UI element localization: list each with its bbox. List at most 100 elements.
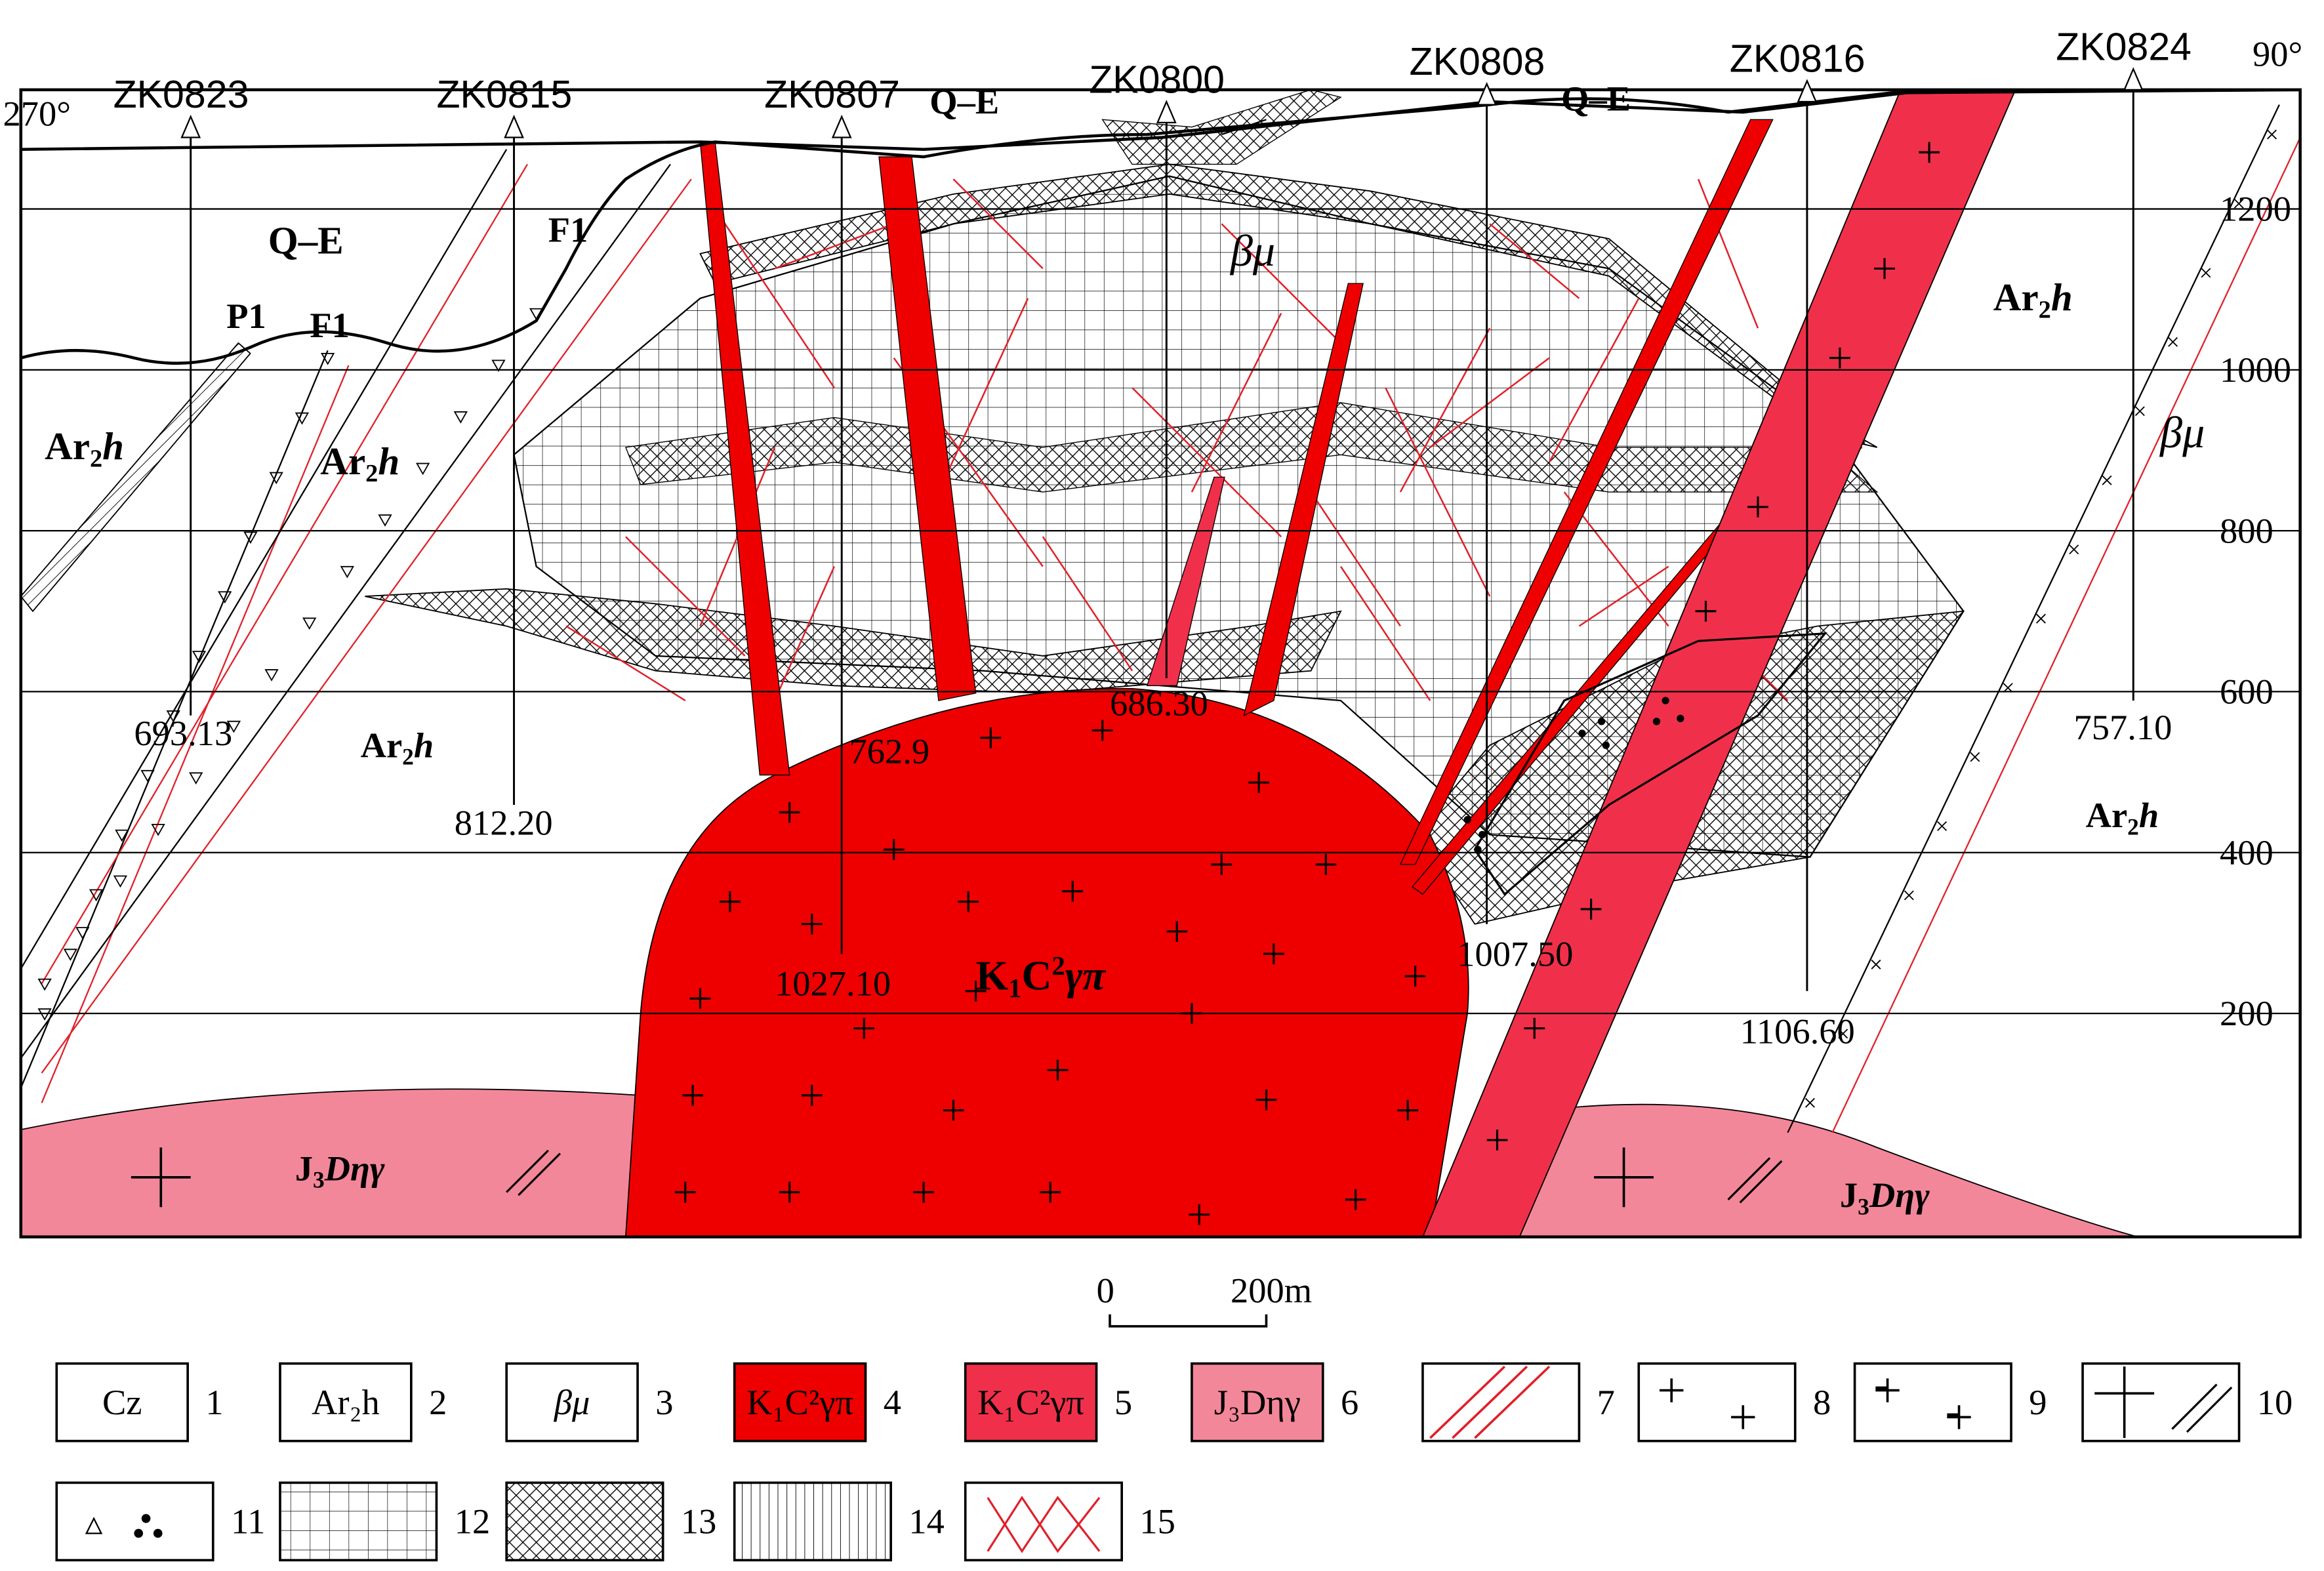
- section-frame: [19, 88, 2302, 1238]
- x-mark: [1838, 1029, 1848, 1039]
- label-part: J: [295, 1148, 313, 1188]
- red-veinlet: [1429, 357, 1550, 448]
- borehole-depth: 1007.50: [1457, 933, 1573, 973]
- borehole-depth: 686.30: [1110, 683, 1208, 724]
- red-veinlet: [565, 625, 686, 702]
- legend-number: 2: [429, 1382, 447, 1422]
- legend-number: 12: [455, 1501, 491, 1541]
- fault-triangle-marker: [166, 710, 180, 723]
- fault-triangle-marker: [37, 978, 52, 991]
- legend-mark: [153, 1528, 163, 1538]
- breccia-dot: [1661, 697, 1669, 704]
- label-sub: 2: [402, 744, 414, 770]
- legend-mark: [1429, 1365, 1506, 1439]
- x-mark: [2102, 475, 2112, 485]
- borehole-id: ZK0816: [1730, 37, 1865, 81]
- red-veinlet: [1221, 223, 1341, 344]
- fault-zone-edge: [41, 163, 528, 985]
- legend-number: 15: [1139, 1501, 1175, 1541]
- fault-triangle-marker: [453, 411, 468, 424]
- fault-triangle-marker: [189, 772, 203, 785]
- x-mark: [2003, 683, 2013, 693]
- legend-number: 5: [1114, 1382, 1132, 1422]
- breccia-dot: [1677, 714, 1684, 722]
- legend-number: 14: [908, 1501, 945, 1541]
- x-mark: [2069, 544, 2079, 555]
- red-veinlet: [625, 536, 746, 657]
- unit-label-qe: Q–E: [929, 81, 999, 121]
- azimuth-right-label: 90°: [2253, 34, 2302, 74]
- legend-label: K₁C²γπ: [977, 1382, 1084, 1422]
- label-ital: Dηγ: [1869, 1175, 1930, 1215]
- borehole-arrow-icon: [1156, 100, 1177, 123]
- fault-triangle-marker: [264, 669, 279, 682]
- red-veinlet: [952, 178, 1044, 270]
- x-mark: [2036, 613, 2046, 624]
- legend-item: 12: [279, 1481, 491, 1562]
- legend-mark: [987, 1496, 1101, 1553]
- borehole-depth: 1027.10: [775, 964, 891, 1004]
- red-veinlet: [1399, 327, 1491, 493]
- red-veinlet: [1191, 312, 1282, 493]
- x-mark: [1871, 959, 1881, 969]
- plus-symbol: [1345, 1189, 1366, 1210]
- topography-line: [20, 89, 2203, 151]
- label-ital: γπ: [1065, 952, 1107, 999]
- fault-zone-edge: [20, 149, 508, 969]
- borehole-id: ZK0808: [1410, 40, 1545, 83]
- elevation-label: 800: [2220, 510, 2273, 550]
- legend-swatch: [279, 1362, 413, 1442]
- section-body: [20, 89, 2300, 1237]
- x-mark: [2168, 337, 2178, 347]
- legend-swatch: [964, 1362, 1098, 1442]
- plus-symbol: [943, 1099, 964, 1121]
- legend-number: 13: [681, 1501, 717, 1541]
- legend-label: Ar₂h: [312, 1382, 380, 1422]
- legend-item: 9: [1853, 1362, 2047, 1442]
- unit-label-fault: F1: [310, 305, 350, 345]
- unit-label-ar2h: Ar2h: [2086, 795, 2159, 840]
- x-mark: [1804, 1097, 1815, 1108]
- unit-label-ar2h: Ar2h: [45, 424, 124, 472]
- label-sub: 2: [365, 460, 378, 487]
- unit-label-ar2h: Ar2h: [361, 725, 434, 769]
- plus-symbol: [801, 1085, 823, 1106]
- plus-symbol: [779, 1181, 800, 1203]
- label-sub: 3: [1858, 1194, 1869, 1220]
- breccia-dot: [1474, 846, 1482, 853]
- elevation-label: 1000: [2220, 350, 2291, 390]
- label-ital: h: [102, 424, 124, 468]
- unit-label-p1: P1: [226, 296, 266, 336]
- pink-intrusion-left: [20, 1088, 642, 1237]
- legend-item: K₁C²γπ 5: [964, 1362, 1132, 1442]
- legend-mark: [1452, 1365, 1528, 1439]
- breccia-dot: [1602, 741, 1610, 749]
- unit-label-j3: J3Dηγ: [295, 1148, 385, 1193]
- legend-item: 7: [1421, 1362, 1615, 1442]
- legend-number: 10: [2257, 1382, 2293, 1422]
- borehole-arrow-icon: [180, 114, 201, 138]
- legend-swatch: [1853, 1362, 2012, 1442]
- plus-symbol: [980, 727, 1002, 748]
- legend-mark: [1474, 1365, 1551, 1439]
- legend-swatch: [1637, 1362, 1797, 1442]
- unit-label-beta-mu: βμ: [1229, 226, 1275, 275]
- slash-symbol: [506, 1149, 549, 1193]
- borehole-arrow-icon: [2123, 67, 2144, 91]
- red-veinlet: [1385, 387, 1491, 597]
- plus-symbol: [689, 988, 711, 1010]
- red-veinlet: [714, 208, 835, 388]
- plus-symbol: [1397, 1099, 1419, 1121]
- red-veinlet: [1042, 536, 1133, 672]
- legend-label: βμ: [554, 1382, 590, 1422]
- legend-swatch: [55, 1481, 214, 1562]
- label-sup: 2: [1051, 951, 1065, 981]
- slash-symbol: [518, 1153, 561, 1196]
